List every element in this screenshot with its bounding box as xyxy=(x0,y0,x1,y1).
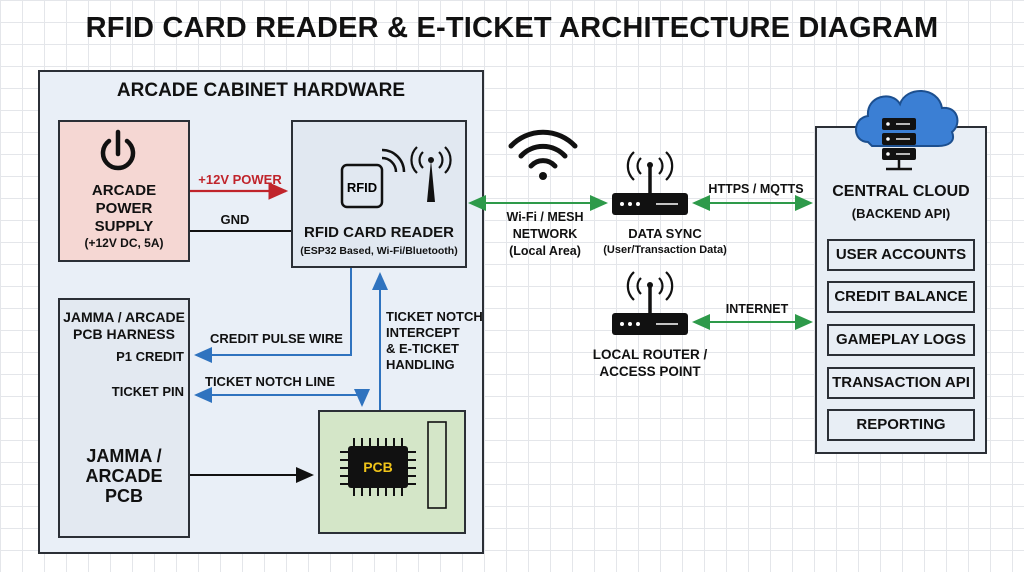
cloud-subtitle: (BACKEND API) xyxy=(851,206,951,221)
rfid-reader-subtitle: (ESP32 Based, Wi-Fi/Bluetooth) xyxy=(300,245,458,257)
intercept-label-3: & E-TICKET xyxy=(386,341,459,356)
cloud-item-user-accounts: USER ACCOUNTS xyxy=(827,239,975,271)
power-supply-label-1: ARCADE xyxy=(91,182,157,199)
power-line-label: +12V POWER xyxy=(198,172,282,187)
cloud-server-icon xyxy=(855,90,959,171)
cloud-item-gameplay-logs: GAMEPLAY LOGS xyxy=(827,324,975,356)
jamma-pcb-label-3: PCB xyxy=(104,486,143,506)
cloud-item-reporting: REPORTING xyxy=(827,409,975,441)
rfid-reader-box xyxy=(291,120,467,268)
wifi-label-3: (Local Area) xyxy=(509,244,581,258)
cloud-item-transaction-api: TRANSACTION API xyxy=(827,367,975,399)
rfid-card-icon: RFID xyxy=(340,148,406,209)
router-icon-local xyxy=(612,271,688,335)
harness-label-2: PCB HARNESS xyxy=(73,326,175,342)
cabinet-title: ARCADE CABINET HARDWARE xyxy=(116,80,406,101)
p1-credit-pin: P1 CREDIT xyxy=(116,349,184,364)
ticket-pin: TICKET PIN xyxy=(111,384,184,399)
antenna-icon xyxy=(410,146,452,202)
wifi-label-2: NETWORK xyxy=(512,227,578,241)
cloud-title: CENTRAL CLOUD xyxy=(832,183,970,200)
power-supply-spec: (+12V DC, 5A) xyxy=(84,236,164,250)
router-label-1: LOCAL ROUTER / xyxy=(592,347,708,362)
rfid-reader-title: RFID CARD READER xyxy=(304,224,454,241)
power-supply-box xyxy=(58,120,190,262)
rfid-badge-text: RFID xyxy=(347,180,377,195)
jamma-pcb-label-2: ARCADE xyxy=(85,466,163,486)
intercept-label-2: INTERCEPT xyxy=(386,325,460,340)
gnd-line-label: GND xyxy=(220,212,250,227)
power-supply-label-2: POWER xyxy=(95,200,153,217)
https-label: HTTPS / MQTTS xyxy=(708,182,804,196)
jamma-pcb-label-1: JAMMA / xyxy=(86,446,162,466)
data-sync-label: DATA SYNC xyxy=(628,226,702,241)
wifi-icon xyxy=(508,129,578,180)
pcb-chip-label: PCB xyxy=(363,459,393,475)
chip-icon: PCB xyxy=(340,421,447,509)
harness-label-1: JAMMA / ARCADE xyxy=(63,309,185,325)
power-icon xyxy=(100,129,136,171)
intercept-label-4: HANDLING xyxy=(386,357,455,372)
cloud-item-credit-balance: CREDIT BALANCE xyxy=(827,281,975,313)
intercept-label-1: TICKET NOTCH xyxy=(386,309,483,324)
page-title: RFID CARD READER & E-TICKET ARCHITECTURE… xyxy=(85,12,939,44)
wifi-label-1: Wi-Fi / MESH xyxy=(506,210,584,224)
router-label-2: ACCESS POINT xyxy=(599,364,701,379)
jamma-harness-box xyxy=(58,298,190,538)
credit-pulse-label: CREDIT PULSE WIRE xyxy=(210,331,343,346)
power-supply-label-3: SUPPLY xyxy=(94,218,154,235)
credit-pulse-line xyxy=(194,268,352,363)
data-sync-sublabel: (User/Transaction Data) xyxy=(603,244,727,256)
ticket-notch-label: TICKET NOTCH LINE xyxy=(205,374,335,389)
internet-label: INTERNET xyxy=(725,302,789,316)
router-icon-data-sync xyxy=(612,151,688,215)
